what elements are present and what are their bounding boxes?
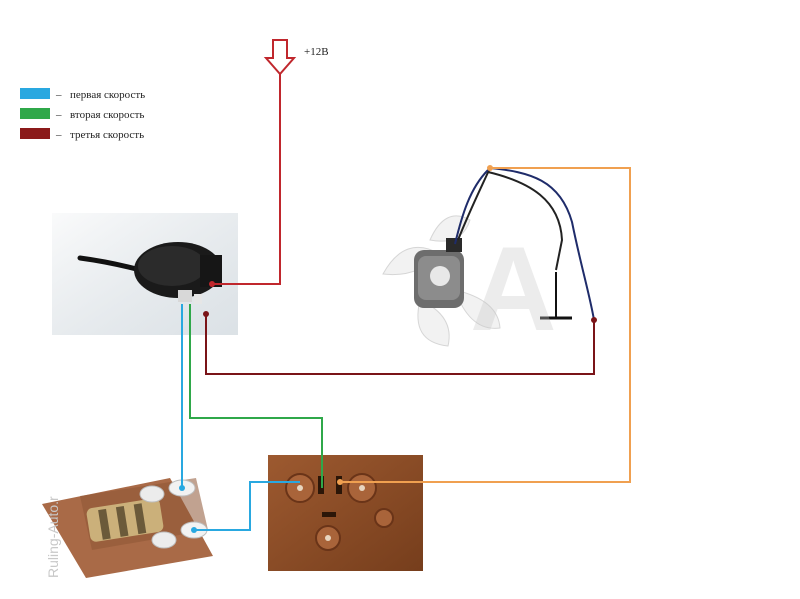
fan-motor-icon: A (358, 163, 620, 359)
wire-second-speed (189, 304, 323, 488)
resistor-block-icon: Ruling-Auto.r (42, 478, 213, 578)
legend-dash-first: – (55, 89, 62, 101)
legend-swatch-first (20, 88, 50, 99)
wire-first-speed-b (194, 481, 300, 531)
legend-text-third: третья скорость (70, 129, 144, 141)
resistor-watermark: Ruling-Auto.r (45, 496, 61, 578)
rotary-switch-icon (52, 213, 238, 335)
watermark-logo: A (470, 222, 557, 356)
legend-swatch-third (20, 128, 50, 139)
supply-arrow-icon (263, 39, 297, 76)
legend-swatch-second (20, 108, 50, 119)
wire-motor (340, 167, 631, 483)
legend: – первая скорость – вторая скорость – тр… (20, 88, 145, 141)
wire-supply (212, 74, 281, 285)
wire-third-speed (205, 314, 595, 375)
legend-dash-second: – (55, 109, 62, 121)
supply-label: +12В (304, 46, 329, 58)
legend-text-first: первая скорость (70, 89, 145, 101)
legend-text-second: вторая скорость (70, 109, 144, 121)
legend-dash-third: – (55, 129, 62, 141)
connector-block-icon (268, 455, 423, 571)
ground-icon (540, 272, 572, 320)
